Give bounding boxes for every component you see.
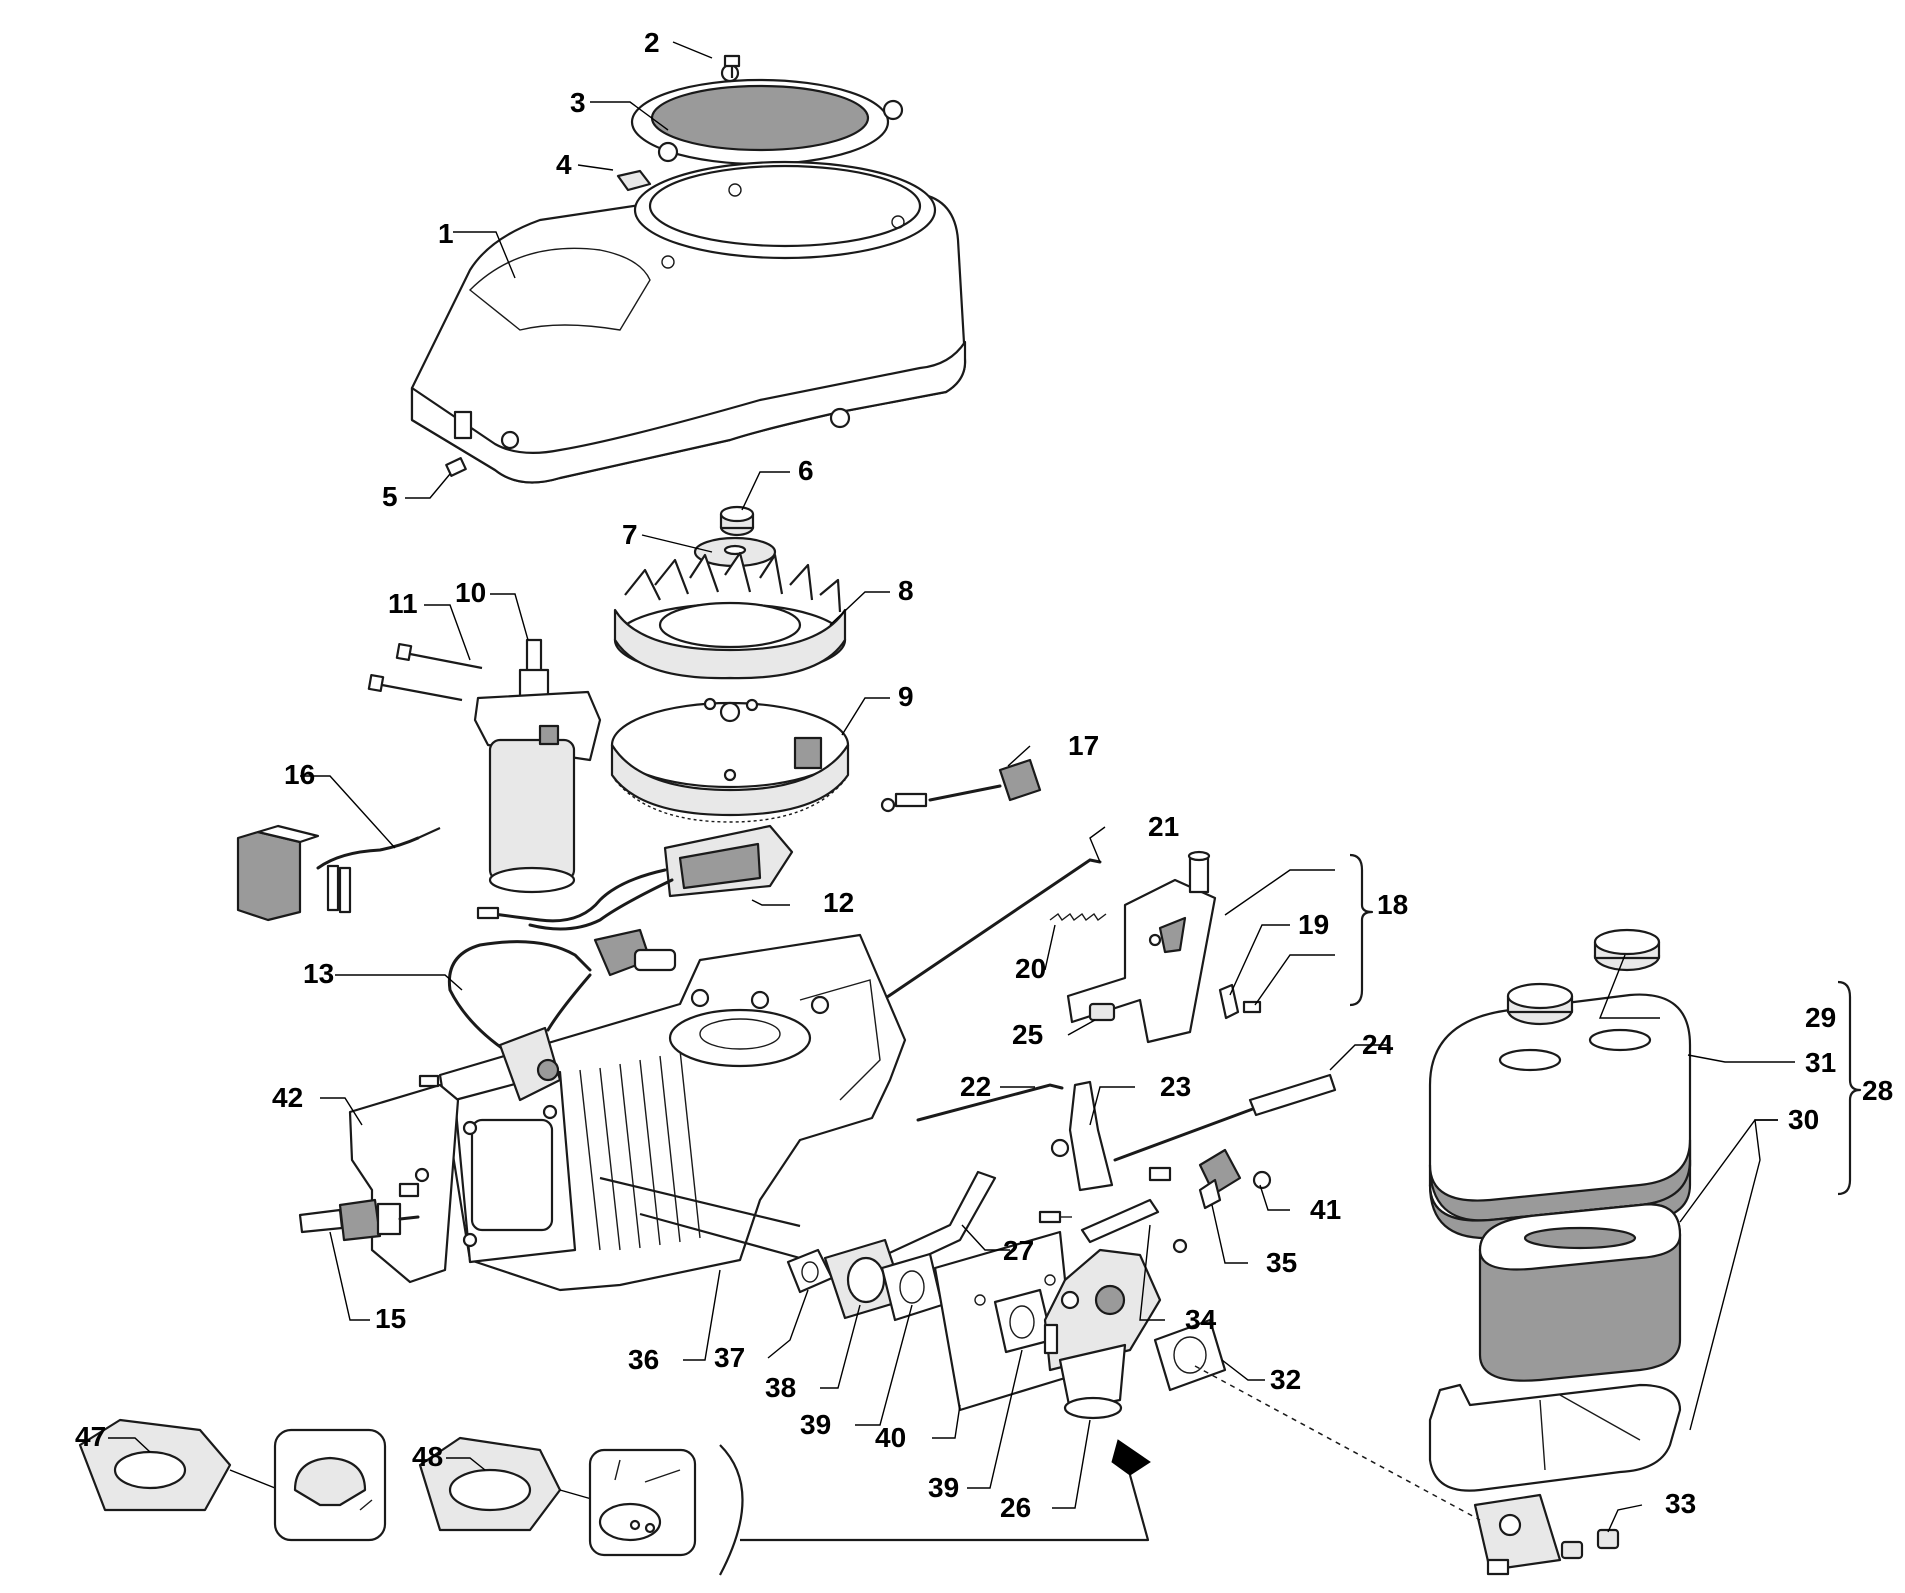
assembly-dashed-line <box>1194 1365 1481 1521</box>
callout-17: 17 <box>1068 730 1099 761</box>
callout-38: 38 <box>765 1372 796 1403</box>
part-flywheel <box>610 697 850 823</box>
part-airfilter-base <box>1428 1383 1682 1576</box>
callout-31: 31 <box>1805 1047 1836 1078</box>
callout-32: 32 <box>1270 1364 1301 1395</box>
callout-35: 35 <box>1266 1247 1297 1278</box>
part-choke-rod <box>916 1083 1064 1122</box>
callout-3: 3 <box>570 87 586 118</box>
callout-11: 11 <box>388 588 418 619</box>
brace-18 <box>1349 853 1374 1007</box>
leader-lines <box>108 41 1795 1533</box>
callout-23: 23 <box>1160 1071 1191 1102</box>
part-governor-spring <box>1049 912 1107 922</box>
callout-21: 21 <box>1148 811 1179 842</box>
part-screw-top <box>723 54 741 78</box>
part-voltage-regulator <box>236 824 441 922</box>
part-mounting-bracket <box>348 1074 460 1284</box>
callout-5: 5 <box>382 481 398 512</box>
callout-34: 34 <box>1185 1304 1217 1335</box>
part-starter-motor <box>473 638 602 894</box>
part-kit-48 <box>418 1436 697 1557</box>
callout-18: 18 <box>1377 889 1408 920</box>
part-ignition-switch <box>880 758 1042 813</box>
part-carburetor-studs <box>599 1176 801 1260</box>
part-airfilter-cover <box>1428 993 1692 1240</box>
part-washer <box>693 536 777 568</box>
callout-9: 9 <box>898 681 914 712</box>
part-governor-rod <box>863 858 1102 1014</box>
part-cooling-fan <box>613 551 847 680</box>
part-kit-47 <box>78 1418 387 1542</box>
callout-37: 37 <box>714 1342 745 1373</box>
callout-28: 28 <box>1862 1075 1893 1106</box>
part-airfilter-knobs <box>1506 928 1661 1026</box>
part-fuel-fitting <box>1172 1148 1242 1254</box>
callout-30: 30 <box>1788 1104 1819 1135</box>
part-engine-block <box>438 933 907 1292</box>
callout-39-b: 39 <box>928 1472 959 1503</box>
callout-48: 48 <box>412 1441 443 1472</box>
callout-20: 20 <box>1015 953 1046 984</box>
callout-36: 36 <box>628 1344 659 1375</box>
callout-2: 2 <box>644 27 660 58</box>
part-fuel-line <box>1080 1198 1160 1244</box>
callout-39-a: 39 <box>800 1409 831 1440</box>
callout-41: 41 <box>1310 1194 1341 1225</box>
callout-8: 8 <box>898 575 914 606</box>
callout-29: 29 <box>1805 1002 1836 1033</box>
callout-25: 25 <box>1012 1019 1043 1050</box>
part-grille-screen <box>630 63 904 166</box>
brace-28 <box>1837 980 1862 1196</box>
callout-42: 42 <box>272 1082 303 1113</box>
part-screw-bracket <box>1088 1002 1116 1022</box>
callout-labels: 1 2 3 4 5 6 7 8 9 10 11 12 13 15 16 17 1… <box>75 27 1893 1523</box>
part-screw-small <box>1242 1000 1262 1014</box>
callout-7: 7 <box>622 519 638 550</box>
callout-4: 4 <box>556 149 572 180</box>
callout-15: 15 <box>375 1303 406 1334</box>
part-ignition-coil <box>476 824 794 931</box>
callout-16: 16 <box>284 759 315 790</box>
part-airfilter-nuts <box>1560 1528 1620 1560</box>
callout-24: 24 <box>1362 1029 1394 1060</box>
callout-33: 33 <box>1665 1488 1696 1519</box>
callout-22: 22 <box>960 1071 991 1102</box>
part-small-clip <box>1218 983 1240 1020</box>
callout-10: 10 <box>455 577 486 608</box>
kit-arrow <box>719 1439 1151 1576</box>
part-flywheel-nut <box>719 505 755 537</box>
part-clip <box>616 169 652 192</box>
part-airfilter-element <box>1478 1203 1682 1382</box>
callout-1: 1 <box>438 218 454 249</box>
part-hose-clamp <box>1252 1170 1272 1190</box>
callout-26: 26 <box>1000 1492 1031 1523</box>
callout-12: 12 <box>823 887 854 918</box>
callout-40: 40 <box>875 1422 906 1453</box>
part-governor-bracket <box>1066 850 1217 1044</box>
callout-47: 47 <box>75 1421 106 1452</box>
part-blower-housing <box>410 160 967 484</box>
callout-19: 19 <box>1298 909 1329 940</box>
part-spark-plug <box>298 1198 420 1242</box>
callout-27: 27 <box>1003 1235 1034 1266</box>
part-carburetor-screws <box>1038 1210 1072 1224</box>
part-carburetor <box>1043 1248 1162 1420</box>
part-throttle-link <box>1113 1073 1337 1162</box>
part-spark-plug-wire <box>447 928 677 1102</box>
part-throttle-bracket <box>1050 1080 1172 1192</box>
part-starter-bolts <box>367 642 483 702</box>
part-screw-housing <box>445 457 467 477</box>
callout-6: 6 <box>798 455 814 486</box>
part-spacer <box>823 1238 907 1320</box>
callout-13: 13 <box>303 958 334 989</box>
